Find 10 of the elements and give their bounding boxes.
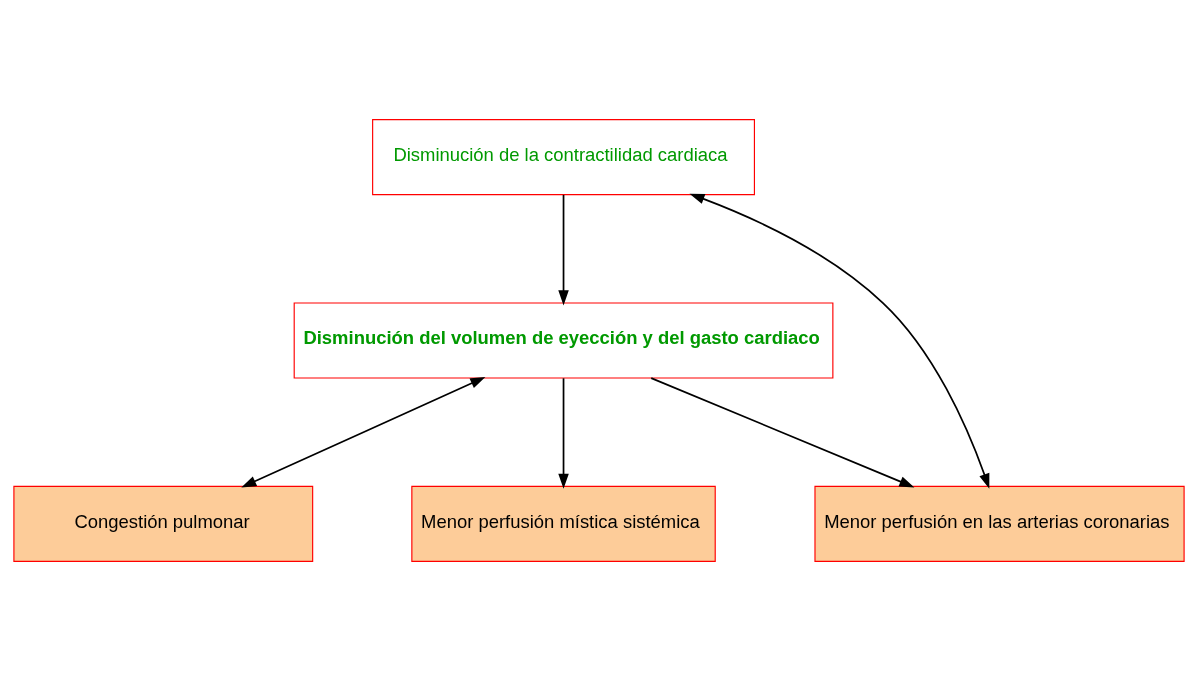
arrow (558, 377, 569, 489)
node-box: Menor perfusión en las arterias coronarias (814, 485, 1185, 562)
node-box: Disminución del volumen de eyección y del gasto cardiaco (293, 302, 834, 379)
arrow (241, 377, 486, 488)
arrow (650, 377, 915, 488)
arrow (558, 194, 569, 306)
arrow (689, 193, 990, 489)
node-box: Congestión pulmonar (13, 485, 314, 562)
node-box: Disminución de la contractilidad cardiaca (372, 119, 755, 196)
node-box: Menor perfusión mística sistémica (411, 485, 716, 562)
